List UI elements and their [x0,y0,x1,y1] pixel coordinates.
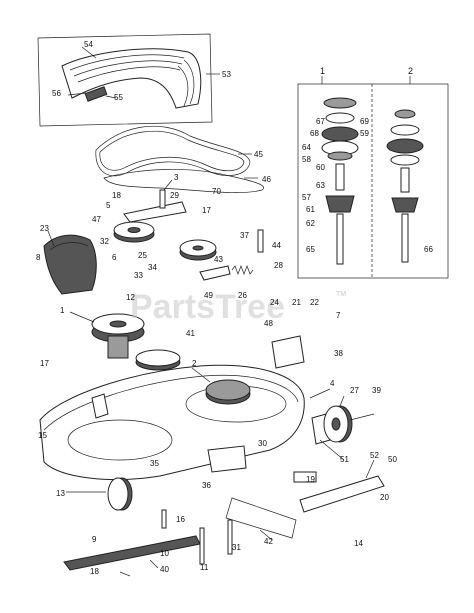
callout-28: 28 [274,261,283,270]
callout-32: 32 [100,237,109,246]
callout-29: 29 [170,191,179,200]
callout-11: 11 [200,563,209,572]
callout-54: 54 [84,40,93,49]
callout-39: 39 [372,386,381,395]
callout-23: 23 [40,224,49,233]
pulley-assemblies [113,189,264,281]
callout-59: 59 [360,129,369,138]
callout-40: 40 [160,565,169,574]
callout-22: 22 [310,298,319,307]
callout-9: 9 [92,535,97,544]
callout-47: 47 [92,215,101,224]
inset-header-2: 2 [408,66,413,76]
callout-2: 2 [192,359,197,368]
leader-lines [47,46,375,569]
callout-63: 63 [316,181,325,190]
watermark-trademark: TM [336,291,346,298]
callout-65: 65 [306,245,315,254]
mower-deck [39,364,331,480]
callout-43: 43 [214,255,223,264]
callout-60: 60 [316,163,325,172]
callout-56: 56 [52,89,61,98]
callout-18b: 18 [90,567,99,576]
callout-66: 66 [424,245,433,254]
callout-10: 10 [160,549,169,558]
callout-58: 58 [302,155,311,164]
callout-61: 61 [306,205,315,214]
callout-30: 30 [258,439,267,448]
callout-34: 34 [148,263,157,272]
callout-69: 69 [360,117,369,126]
callout-35: 35 [150,459,159,468]
callout-19: 19 [306,475,315,484]
watermark-text: PartsTree [130,288,285,326]
callout-6: 6 [112,253,117,262]
callout-37: 37 [240,231,249,240]
belts [95,125,264,193]
callout-70: 70 [212,187,221,196]
callout-45: 45 [254,150,263,159]
lower-parts [63,477,233,577]
callout-8: 8 [36,253,41,262]
spindle-detail-inset: 1 2 [297,66,449,279]
left-cover [43,234,181,371]
callout-7: 7 [336,311,341,320]
callout-57: 57 [302,193,311,202]
callout-44: 44 [272,241,281,250]
callout-38: 38 [334,349,343,358]
callout-26: 26 [238,291,247,300]
callout-67: 67 [316,117,325,126]
callout-51: 51 [340,455,349,464]
callout-1: 1 [60,306,65,315]
callout-31: 31 [232,543,241,552]
callout-15: 15 [38,431,47,440]
callout-14: 14 [354,539,363,548]
callout-46: 46 [262,175,271,184]
callout-50a: 50 [388,455,397,464]
callout-64: 64 [302,143,311,152]
belt-guard-inset [37,33,213,127]
callout-20a: 20 [380,493,389,502]
callout-36: 36 [202,481,211,490]
callout-55: 55 [114,93,123,102]
callout-12: 12 [126,293,135,302]
callout-27: 27 [350,386,359,395]
callout-68: 68 [310,129,319,138]
callout-4: 4 [330,379,335,388]
callout-25: 25 [138,251,147,260]
callout-16: 16 [176,515,185,524]
callout-17a: 17 [202,206,211,215]
callout-62: 62 [306,219,315,228]
callout-21: 21 [292,298,301,307]
callout-13: 13 [56,489,65,498]
callout-labels: 54 53 56 55 45 46 3 1 2 5 29 70 17 18 47… [36,40,433,576]
callout-17b: 17 [40,359,49,368]
callout-53: 53 [222,70,231,79]
right-side-parts [225,335,385,539]
callout-41: 41 [186,329,195,338]
callout-18: 18 [112,191,121,200]
callout-33: 33 [134,271,143,280]
inset-header-1: 1 [320,66,325,76]
callout-24: 24 [270,298,279,307]
callout-42: 42 [264,537,273,546]
callout-48: 48 [264,319,273,328]
callout-49: 49 [204,291,213,300]
callout-52: 52 [370,451,379,460]
callout-5: 5 [106,201,111,210]
callout-3: 3 [174,173,179,182]
